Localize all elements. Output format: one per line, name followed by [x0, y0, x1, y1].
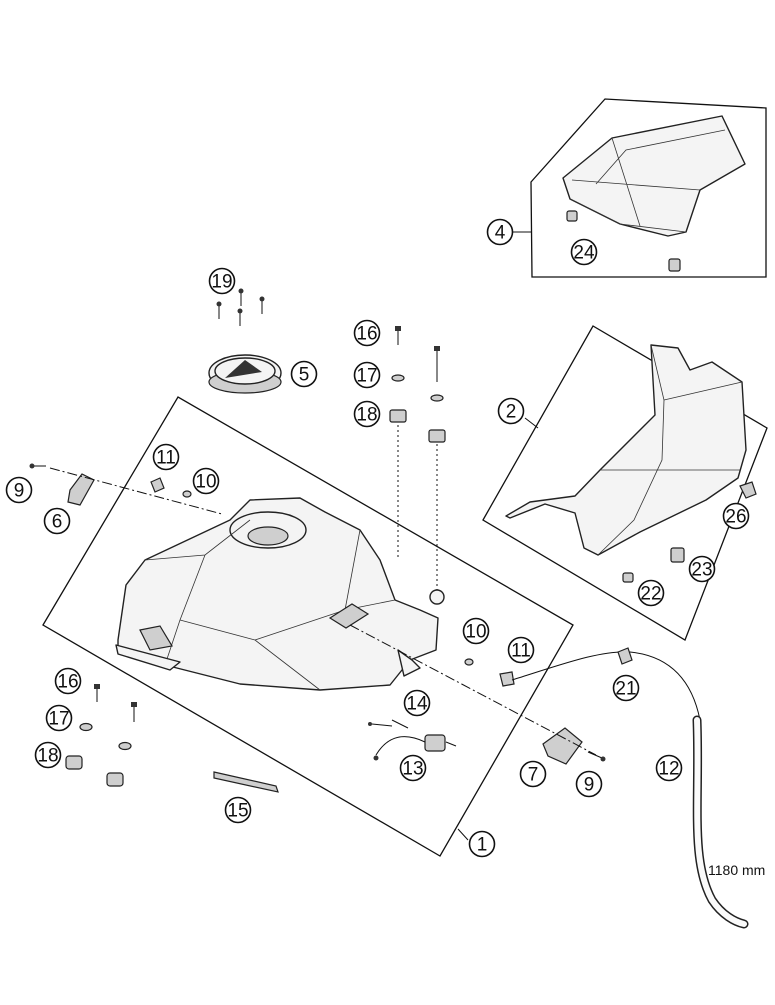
side-trim-right — [542, 727, 583, 765]
svg-text:18: 18 — [356, 405, 377, 426]
callout-16-bottom: 16 — [54, 667, 82, 695]
svg-text:17: 17 — [356, 366, 377, 387]
fuel-tank-cap — [208, 354, 282, 394]
screw-left — [29, 463, 46, 469]
svg-text:15: 15 — [227, 801, 248, 822]
pillion-seat-rubber-buffer-left — [566, 210, 578, 222]
svg-text:16: 16 — [57, 672, 78, 693]
svg-text:14: 14 — [406, 694, 428, 715]
svg-text:7: 7 — [528, 765, 539, 786]
svg-text:2: 2 — [506, 402, 517, 423]
tank-mounting-bolts-top — [389, 326, 446, 590]
pillion-seat-rubber-buffer-right — [668, 258, 681, 272]
washer-left — [182, 490, 192, 498]
svg-text:10: 10 — [465, 622, 486, 643]
callout-1: 1 — [468, 830, 496, 858]
callout-14: 14 — [403, 689, 431, 717]
svg-text:18: 18 — [37, 746, 58, 767]
callout-9-left: 9 — [5, 476, 33, 504]
fuel-tank — [115, 497, 445, 691]
svg-text:4: 4 — [495, 223, 506, 244]
fuel-level-sensor — [368, 719, 457, 761]
fuel-tank-assembly-frame — [42, 396, 574, 857]
pillion-seat — [562, 115, 746, 272]
rider-seat-frame — [482, 325, 768, 641]
callout-23: 23 — [688, 555, 716, 583]
svg-text:17: 17 — [48, 709, 69, 730]
callout-19: 19 — [208, 267, 236, 295]
svg-text:9: 9 — [584, 775, 595, 796]
svg-text:21: 21 — [615, 679, 636, 700]
screw-right — [587, 751, 606, 762]
hose-length-note: 1180 mm — [708, 862, 765, 878]
tank-mounting-bolts-bottom — [65, 684, 137, 787]
callout-9-right: 9 — [575, 770, 603, 798]
callout-12: 12 — [655, 754, 683, 782]
callout-11-right: 11 — [507, 636, 535, 664]
fitting-right — [499, 671, 515, 687]
breather-hose — [692, 715, 749, 929]
svg-text:26: 26 — [725, 507, 746, 528]
pillion-seat-frame — [530, 98, 767, 278]
svg-text:19: 19 — [211, 272, 232, 293]
callout-6: 6 — [43, 507, 71, 535]
callout-22: 22 — [637, 579, 665, 607]
svg-text:12: 12 — [658, 759, 679, 780]
svg-text:24: 24 — [573, 243, 595, 264]
cap-screws — [216, 288, 265, 326]
callout-13: 13 — [399, 754, 427, 782]
callout-2: 2 — [497, 397, 525, 425]
svg-text:5: 5 — [299, 365, 310, 386]
svg-text:16: 16 — [356, 324, 377, 345]
svg-text:1: 1 — [477, 835, 488, 856]
protective-strip — [213, 771, 279, 793]
callout-7: 7 — [519, 760, 547, 788]
svg-text:22: 22 — [640, 584, 661, 605]
svg-text:13: 13 — [402, 759, 423, 780]
callout-10-right: 10 — [462, 617, 490, 645]
svg-text:10: 10 — [195, 472, 216, 493]
fitting-left — [150, 477, 165, 493]
callout-11-left: 11 — [152, 443, 180, 471]
svg-text:6: 6 — [52, 512, 63, 533]
hose-clamp — [617, 647, 633, 665]
callout-5: 5 — [290, 360, 318, 388]
callout-18-top: 18 — [353, 400, 381, 428]
side-trim-left — [67, 473, 95, 506]
washer-right — [464, 658, 474, 666]
callout-4: 4 — [486, 218, 514, 246]
svg-text:9: 9 — [14, 481, 25, 502]
callout-24: 24 — [570, 238, 598, 266]
callout-17-top: 17 — [353, 361, 381, 389]
svg-text:11: 11 — [156, 448, 176, 469]
callout-18-bottom: 18 — [34, 741, 62, 769]
rider-seat-clip — [739, 481, 757, 499]
breather-hose-line — [511, 651, 701, 721]
callout-17-bottom: 17 — [45, 704, 73, 732]
svg-text:23: 23 — [691, 560, 712, 581]
callout-26: 26 — [722, 502, 750, 530]
callout-15: 15 — [224, 796, 252, 824]
rider-seat-buffer — [622, 572, 634, 583]
callout-21: 21 — [612, 674, 640, 702]
svg-text:11: 11 — [511, 641, 531, 662]
callout-16-top: 16 — [353, 319, 381, 347]
callout-10-left: 10 — [192, 467, 220, 495]
rider-seat — [505, 344, 757, 583]
rider-seat-spacer — [670, 547, 685, 563]
